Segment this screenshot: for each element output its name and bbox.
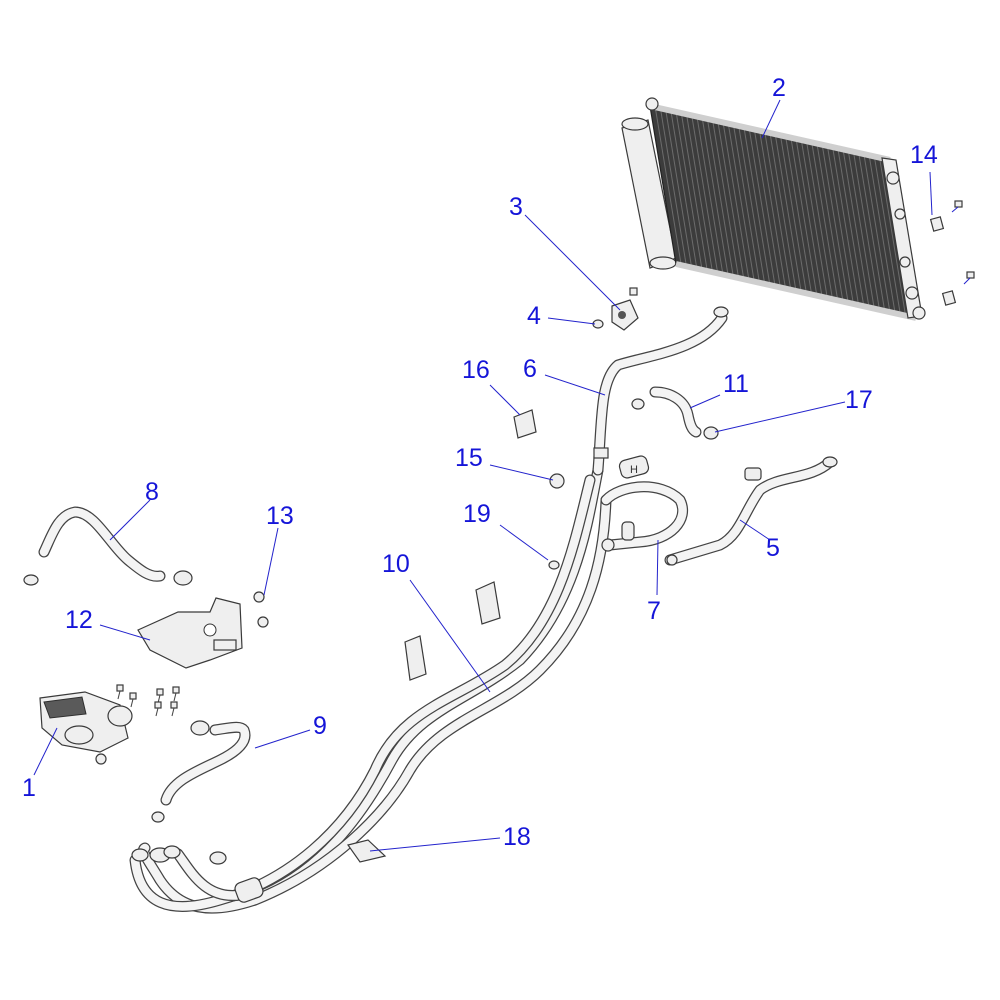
radiator-fin — [863, 154, 891, 313]
radiator-fin — [759, 130, 787, 289]
loose-bolt-shank — [171, 707, 175, 717]
radiator-fin — [800, 139, 828, 299]
callout-3: 3 — [509, 193, 523, 221]
leader-lines — [33, 99, 933, 852]
radiator-fin — [795, 138, 823, 297]
bolt-part-13 — [253, 591, 269, 628]
radiator-fin — [654, 107, 682, 266]
loose-bolt — [170, 701, 178, 709]
radiator-part-2 — [621, 97, 926, 321]
bracket-part-3 — [611, 287, 639, 331]
radiator-fin — [774, 134, 802, 293]
pump-part-1 — [39, 684, 180, 765]
embossed-letter-h: H — [630, 464, 638, 476]
callout-9: 9 — [313, 712, 327, 740]
radiator-fin — [732, 124, 760, 283]
clamps — [209, 409, 719, 865]
radiator-fin — [879, 157, 907, 316]
radiator-fin — [675, 111, 703, 270]
mounting-plate-part-12 — [137, 597, 243, 669]
callout-12: 12 — [65, 606, 93, 634]
radiator-fin — [712, 120, 740, 279]
callout-8: 8 — [145, 478, 159, 506]
radiator-fin — [686, 114, 714, 273]
radiator-fin — [816, 143, 844, 302]
radiator-fin — [821, 144, 849, 303]
callout-1: 1 — [22, 774, 36, 802]
callout-17: 17 — [845, 386, 873, 414]
loose-bolt — [154, 701, 162, 709]
radiator-fin — [701, 117, 729, 276]
radiator-fin — [738, 125, 766, 285]
callout-5: 5 — [766, 534, 780, 562]
loose-bolt-shank — [130, 698, 134, 708]
callout-labels: 1 2 3 4 5 6 7 8 9 10 11 12 13 14 15 16 1… — [22, 74, 938, 851]
radiator-fin — [748, 128, 776, 287]
fastener-part-14 — [929, 200, 975, 306]
radiator-fin — [811, 142, 839, 301]
loose-bolt — [172, 686, 180, 694]
radiator-fin — [868, 155, 896, 314]
hose-lines: H — [23, 306, 838, 914]
radiator-fin — [852, 151, 880, 310]
callout-7: 7 — [647, 597, 661, 625]
loose-bolt-shank — [173, 692, 177, 702]
loose-bolt-shank — [155, 707, 159, 717]
radiator-fin — [790, 137, 818, 296]
radiator-fin — [717, 121, 745, 280]
radiator-fin — [696, 116, 724, 275]
callout-6: 6 — [523, 355, 537, 383]
radiator-fin — [785, 136, 813, 295]
radiator-fin — [764, 131, 792, 290]
callout-15: 15 — [455, 444, 483, 472]
radiator-fin — [842, 149, 870, 308]
radiator-fin — [722, 122, 750, 281]
radiator-fin — [832, 147, 860, 306]
loose-bolt — [156, 688, 164, 696]
radiator-fin — [826, 145, 854, 304]
radiator-fin — [706, 118, 734, 277]
callout-19: 19 — [463, 500, 491, 528]
radiator-fin — [847, 150, 875, 309]
radiator-fin — [858, 152, 886, 312]
radiator-fin — [873, 156, 901, 315]
callout-16: 16 — [462, 356, 490, 384]
radiator-fin — [837, 148, 865, 307]
radiator-fin — [727, 123, 755, 282]
radiator-fin — [691, 115, 719, 274]
radiator-fin — [806, 141, 834, 300]
radiator-fin — [779, 135, 807, 294]
radiator-fin — [769, 132, 797, 292]
callout-10: 10 — [382, 550, 410, 578]
radiator-fin — [670, 110, 698, 269]
radiator-fin — [680, 112, 708, 272]
loose-bolt-shank — [117, 690, 121, 700]
callout-14: 14 — [910, 141, 938, 169]
callout-13: 13 — [266, 502, 294, 530]
callout-11: 11 — [723, 370, 749, 398]
radiator-fin — [665, 109, 693, 268]
radiator-fin — [753, 129, 781, 288]
loose-bolt — [129, 692, 137, 700]
callout-4: 4 — [527, 302, 541, 330]
radiator-fin — [659, 108, 687, 267]
radiator-fin — [743, 127, 771, 286]
callout-18: 18 — [503, 823, 531, 851]
loose-bolt — [116, 684, 124, 692]
callout-2: 2 — [772, 74, 786, 102]
